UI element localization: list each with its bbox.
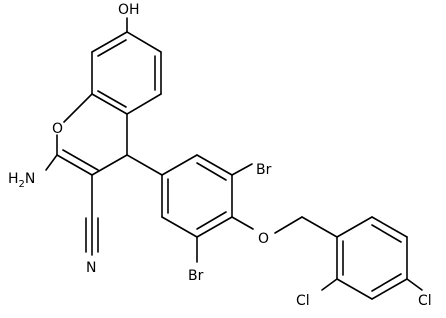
ring-oxygen-label: O — [52, 121, 63, 137]
bond — [371, 278, 408, 300]
bond — [196, 162, 227, 181]
bond — [196, 211, 227, 230]
bond — [371, 224, 402, 243]
bromine-bottom-label: Br — [188, 268, 204, 284]
nitrile-n-label: N — [86, 260, 96, 276]
bond — [321, 278, 338, 291]
bond — [336, 216, 373, 238]
bond — [126, 154, 163, 176]
atom-labels: OH O H2N N Br Br O Cl Cl — [8, 2, 432, 309]
bond — [231, 163, 253, 176]
hydroxyl-label: OH — [118, 2, 140, 18]
bond — [126, 31, 162, 53]
bond — [406, 278, 423, 291]
amine-label: H2N — [8, 171, 35, 190]
bond — [231, 216, 254, 230]
bond — [301, 216, 338, 238]
bond — [371, 273, 402, 292]
bond — [91, 93, 128, 115]
bond — [126, 93, 162, 115]
bond — [274, 216, 303, 234]
ether-oxygen-label: O — [258, 231, 269, 247]
bond — [91, 154, 128, 176]
bond — [336, 278, 373, 300]
bond — [196, 154, 233, 176]
chlorine-left-label: Cl — [296, 293, 310, 309]
bonds — [45, 17, 423, 300]
bond — [91, 31, 128, 53]
bond — [56, 154, 93, 176]
bond — [63, 93, 93, 123]
amine-n: N — [25, 171, 35, 187]
bond — [97, 39, 127, 57]
bond — [45, 154, 58, 171]
bromine-top-label: Br — [256, 162, 272, 178]
bond — [371, 216, 408, 238]
bond — [62, 149, 99, 171]
chlorine-right-label: Cl — [418, 293, 432, 309]
bond — [196, 216, 233, 238]
bond — [161, 154, 198, 176]
bond — [161, 216, 198, 238]
bond — [97, 90, 127, 108]
